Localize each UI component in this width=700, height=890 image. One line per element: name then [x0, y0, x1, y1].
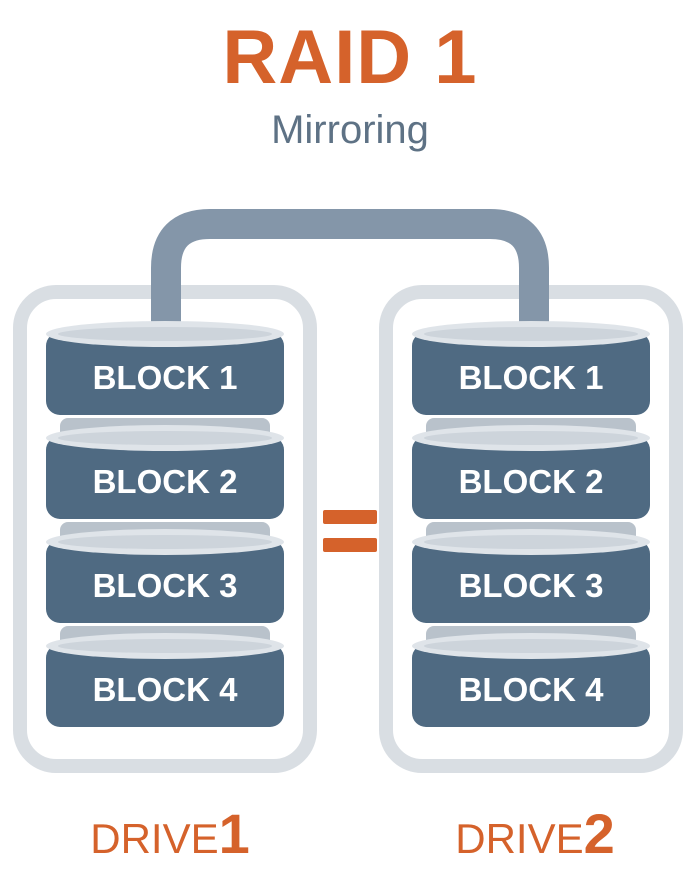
block-body	[46, 332, 284, 415]
drive-1-label-number: 1	[218, 802, 250, 865]
block-label: BLOCK 3	[459, 567, 604, 604]
drive-2-block-1: BLOCK 1	[412, 321, 650, 415]
drive-1-label-word: DRIVE	[90, 815, 219, 862]
block-top-inner	[424, 639, 638, 653]
equals-sign	[323, 510, 377, 552]
block-label: BLOCK 1	[459, 359, 604, 396]
block-label: BLOCK 4	[459, 671, 604, 708]
block-label: BLOCK 2	[93, 463, 238, 500]
drive-1-block-3: BLOCK 3	[46, 522, 284, 623]
drive-1-block-1: BLOCK 1	[46, 321, 284, 415]
block-label: BLOCK 2	[459, 463, 604, 500]
block-label: BLOCK 1	[93, 359, 238, 396]
block-top-inner	[58, 431, 272, 445]
block-top-inner	[424, 327, 638, 341]
block-label: BLOCK 3	[93, 567, 238, 604]
drive-2-block-4: BLOCK 4	[412, 626, 650, 727]
block-body	[46, 436, 284, 519]
page-subtitle: Mirroring	[271, 108, 429, 152]
drive-2-block-3: BLOCK 3	[412, 522, 650, 623]
drive-1-label: DRIVE1	[40, 806, 300, 862]
block-body	[46, 540, 284, 623]
drive-2-block-2: BLOCK 2	[412, 418, 650, 519]
block-body	[412, 540, 650, 623]
drive-2-label: DRIVE2	[405, 806, 665, 862]
drive-1-block-2: BLOCK 2	[46, 418, 284, 519]
block-body	[412, 644, 650, 727]
mirror-connector	[151, 209, 549, 345]
block-label: BLOCK 4	[93, 671, 238, 708]
block-body	[412, 332, 650, 415]
drive-2-label-word: DRIVE	[455, 815, 584, 862]
page-title: RAID 1	[222, 15, 478, 100]
block-top-inner	[58, 639, 272, 653]
drive-2-label-number: 2	[583, 802, 615, 865]
block-top-inner	[58, 535, 272, 549]
block-body	[46, 644, 284, 727]
drive-1-block-4: BLOCK 4	[46, 626, 284, 727]
drive-1-stack: BLOCK 1 BLOCK 2 BLOCK 3 BLOCK 4	[46, 321, 284, 727]
block-body	[412, 436, 650, 519]
block-top-inner	[424, 535, 638, 549]
drive-2-stack: BLOCK 1 BLOCK 2 BLOCK 3 BLOCK 4	[412, 321, 650, 727]
block-top-inner	[424, 431, 638, 445]
block-top-inner	[58, 327, 272, 341]
